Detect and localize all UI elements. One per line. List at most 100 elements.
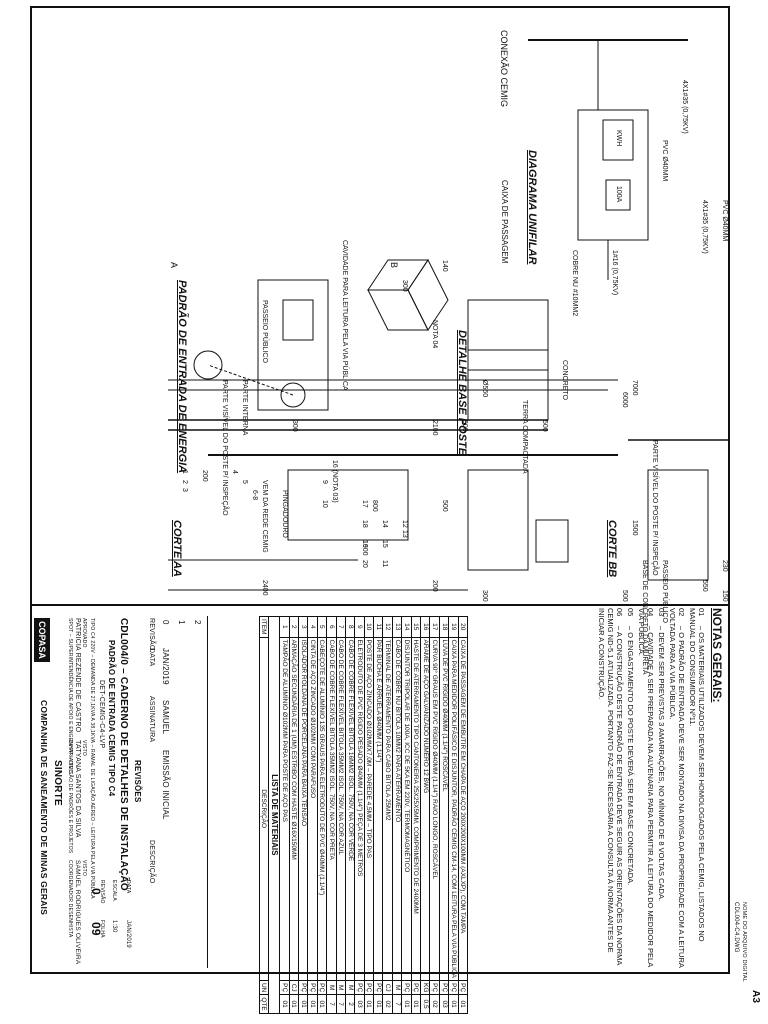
material-desc: CABO DE COBRE FLEXÍVEL BITOLA 16mm2 ISOL… xyxy=(345,637,355,981)
item-18: 18 xyxy=(361,520,368,528)
breaker-box xyxy=(605,179,631,211)
material-un: PÇ xyxy=(317,980,327,995)
material-un: PÇ xyxy=(364,980,374,995)
item-20: 20 xyxy=(361,560,368,568)
title-subtitle: PADRÃO DE ENTRADA CEMIG TIPO C4 xyxy=(107,640,116,797)
item-9: 9 xyxy=(321,480,328,484)
material-desc: CAIXA PARA MEDIDOR POLIFÁSICO E DISJUNTO… xyxy=(448,637,459,981)
material-un: KG xyxy=(420,980,430,995)
nota03-label: 16 (NOTA 03) xyxy=(331,460,338,503)
material-desc: PAR BUCHA E ARRUELA ø40mm (1.1/4") xyxy=(373,637,383,981)
material-desc: ELETRODUTO DE PVC RÍGIDO PESADO ø40mm (1… xyxy=(354,637,365,981)
item-6-8: 6-8 xyxy=(251,490,258,501)
material-item: 10 xyxy=(364,616,374,638)
material-item: 9 xyxy=(354,616,365,638)
cabo3-label: 1#16 (0,75kV) xyxy=(611,250,618,296)
material-qte: 0,5 xyxy=(420,994,430,1014)
material-desc: CAIXA DE PASSAGEM DE EMBUTIR EM CHAPA DE… xyxy=(458,637,468,981)
material-item: 15 xyxy=(411,616,421,638)
material-item: 17 xyxy=(429,616,440,638)
visto2-role: COORDENADOR DESENHISTA xyxy=(67,860,73,938)
material-desc: ARMAÇÃO SECUNDÁRIA DE 1 (UM) ESTRIBO COM… xyxy=(289,637,299,981)
item-11: 11 xyxy=(381,560,388,568)
notes-title: NOTAS GERAIS: xyxy=(710,608,724,703)
material-qte: 02 xyxy=(382,994,393,1014)
dim-500b: 500 xyxy=(441,500,448,512)
copasa-logo: COPASA xyxy=(34,618,50,662)
company-short: SINORTE xyxy=(52,760,63,806)
material-qte: 2 xyxy=(345,994,355,1014)
col-qte: QTE xyxy=(259,994,269,1014)
material-qte: 01 xyxy=(364,994,374,1014)
material-item: 5 xyxy=(317,616,327,638)
material-un: M xyxy=(326,980,337,995)
material-qte: 01 xyxy=(401,994,412,1014)
material-item: 7 xyxy=(336,616,346,638)
pvc1-label: PVC ø40mm xyxy=(661,140,668,182)
section-mark-b: B xyxy=(389,262,399,269)
material-desc: CABO DE COBRE NU BITOLA 10mm2 PARA ATERR… xyxy=(392,637,402,981)
revisions-title: REVISÕES xyxy=(133,760,142,803)
cemig-connection xyxy=(193,350,223,380)
material-desc: CURVA 90° GRAUS EM PVC RÍGIDO ø40mm (1.1… xyxy=(429,637,440,981)
escala-label: ESCALA xyxy=(111,880,117,901)
sheet-size-code: A3 xyxy=(750,990,761,1004)
materials-title-row: LISTA DE MATERIAIS xyxy=(268,616,280,1014)
material-qte: 01 xyxy=(289,994,299,1014)
visto-name: TATYANA SANTOS DA SILVA xyxy=(74,740,81,838)
rev-col-revisao: REVISÃO xyxy=(148,618,155,651)
company-full: COMPANHIA DE SANEAMENTO DE MINAS GERAIS xyxy=(39,700,49,915)
item-13: 13 xyxy=(401,530,408,538)
material-item: 3 xyxy=(298,616,308,638)
dim-200: 200 xyxy=(201,470,208,482)
dim-560: ø560 xyxy=(481,380,488,398)
data-value: JAN/2019 xyxy=(125,920,131,948)
material-un: PÇ xyxy=(429,980,440,995)
cavidade-label: CAVIDADE PARA LEITURA PELA VIA PÚBLICA xyxy=(341,240,348,391)
material-un: PÇ xyxy=(458,980,468,995)
material-item: 2 xyxy=(289,616,299,638)
rev-row-0-date: JAN/2019 xyxy=(161,648,170,685)
concreto-label: CONCRETO xyxy=(561,360,568,400)
dim-2100: 2100 xyxy=(431,420,438,436)
material-qte: 01 xyxy=(298,994,308,1014)
note-01: 01– OS MATERIAIS UTILIZADOS DEVEM SER HO… xyxy=(688,608,706,942)
material-qte: 7 xyxy=(392,994,402,1014)
dim-2400: 2400 xyxy=(261,580,268,596)
item-17: 17 xyxy=(361,500,368,508)
pvc2-label: PVC ø40mm xyxy=(721,200,728,242)
item-12: 12 xyxy=(401,520,408,528)
rev-col-assinatura: ASSINATURA xyxy=(148,696,155,743)
material-desc: HASTE DE ATERRAMENTO TIPO CANTONEIRA 25x… xyxy=(411,637,421,981)
material-un: M xyxy=(345,980,355,995)
material-desc: LUVA DE PVC RÍGIDO ø40mm (1.1/4") ROSCÁV… xyxy=(439,637,449,981)
file-caption: NOME DO ARQUIVO DIGITAL xyxy=(741,902,747,982)
caixa-passagem-label: CAIXA DE PASSAGEM xyxy=(500,180,509,264)
col-desc: DESCRIÇÃO xyxy=(259,637,269,981)
rev-row-1: 1 xyxy=(177,620,186,625)
rev-row-0-num: 0 xyxy=(161,620,170,625)
meter-section xyxy=(535,519,569,563)
title-ref-note: TIPO C4 220V – DEMANDA DE 27,1kVA A 38,1… xyxy=(89,618,95,899)
terra-label: TERRA COMPACTADA xyxy=(521,400,528,474)
material-desc: ISOLADOR ROLDANA DE PORCELANA PARA BAIXA… xyxy=(298,637,308,981)
nota04-label: NOTA 04 xyxy=(431,320,438,349)
disj-label: 100A xyxy=(615,186,622,203)
material-desc: DISJUNTOR TRIPOLAR DE 100A, ICC DE 5kA E… xyxy=(401,637,412,981)
parte-visivel-label-2: PARTE VISÍVEL DO POSTE P/ INSPEÇÃO xyxy=(651,440,658,576)
material-desc: TERMINAL DE ATERRAMENTO PARA CABO BITOLA… xyxy=(382,637,393,981)
dim-500d: 500 xyxy=(461,420,468,432)
material-qte: 01 xyxy=(279,994,290,1014)
material-qte: 7 xyxy=(326,994,337,1014)
